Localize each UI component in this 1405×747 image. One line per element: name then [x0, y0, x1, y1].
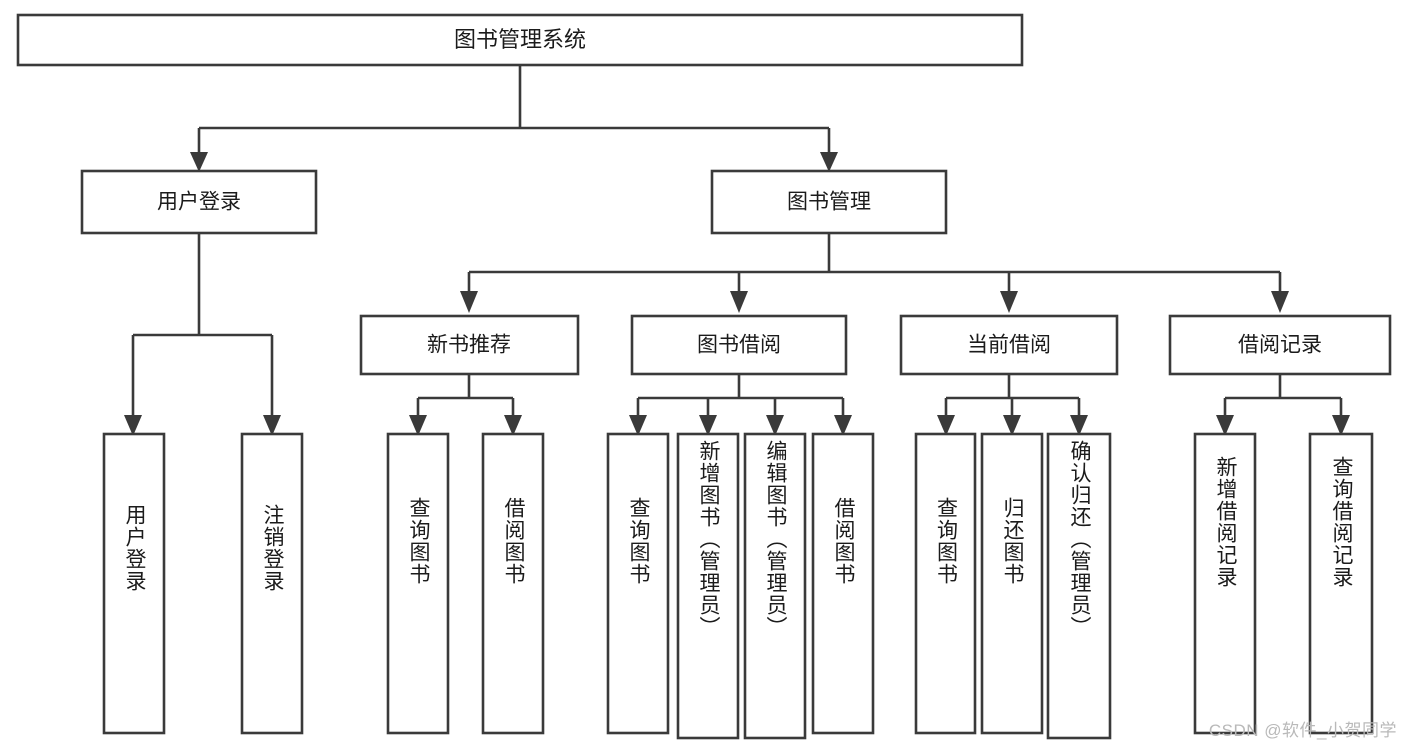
- leaf-query-book-3-box[interactable]: [914, 432, 977, 735]
- connector-group-root-to-level2: [190, 64, 838, 172]
- node-book-management[interactable]: 图书管理: [710, 169, 948, 235]
- node-book-management-box[interactable]: [710, 169, 948, 235]
- node-current-borrow-box[interactable]: [899, 314, 1119, 376]
- arrowhead-leaf-edit-book: [766, 415, 784, 436]
- node-book-borrow[interactable]: 图书借阅: [630, 314, 848, 376]
- leaf-borrow-book-2-box[interactable]: [811, 432, 875, 735]
- node-new-book-recommend-label: 新书推荐: [427, 334, 511, 357]
- node-root-box[interactable]: [16, 13, 1024, 67]
- leaf-add-book-box[interactable]: [676, 432, 740, 740]
- leaf-borrow-book-1-box[interactable]: [481, 432, 545, 735]
- arrowhead-leaf-query-borrow-record: [1332, 415, 1350, 436]
- watermark: CSDN @软件_小贺同学: [1208, 721, 1397, 740]
- arrowhead-borrow-record: [1271, 291, 1289, 313]
- arrowhead-leaf-user-login: [124, 415, 142, 436]
- leaf-user-login-box[interactable]: [102, 432, 166, 735]
- leaf-return-book-box[interactable]: [980, 432, 1044, 735]
- node-user-login[interactable]: 用户登录: [80, 169, 318, 235]
- node-borrow-record-label: 借阅记录: [1238, 334, 1322, 357]
- arrowhead-leaf-add-borrow-record: [1216, 415, 1234, 436]
- node-root-label: 图书管理系统: [454, 27, 586, 52]
- arrowhead-book-management: [820, 152, 838, 172]
- arrowhead-current-borrow: [1000, 291, 1018, 313]
- arrowhead-leaf-add-book: [699, 415, 717, 436]
- node-book-management-label: 图书管理: [787, 191, 871, 214]
- connector-group-user-login-to-leaves: [124, 233, 281, 436]
- node-book-borrow-label: 图书借阅: [697, 334, 781, 357]
- arrowhead-leaf-logout-login: [263, 415, 281, 436]
- leaf-edit-book-box[interactable]: [743, 432, 807, 740]
- arrowhead-leaf-borrow-book-1: [504, 415, 522, 436]
- connector-group-book-management-to-level3: [460, 233, 1289, 313]
- connector-group-current-borrow-to-leaves: [937, 374, 1088, 436]
- node-borrow-record[interactable]: 借阅记录: [1168, 314, 1392, 376]
- leaf-query-book-1-box[interactable]: [386, 432, 450, 735]
- arrowhead-leaf-query-book-2: [629, 415, 647, 436]
- node-current-borrow-label: 当前借阅: [967, 334, 1051, 357]
- arrowhead-leaf-query-book-3: [937, 415, 955, 436]
- arrowhead-leaf-query-book-1: [409, 415, 427, 436]
- node-current-borrow[interactable]: 当前借阅: [899, 314, 1119, 376]
- arrowhead-new-book-recommend: [460, 291, 478, 313]
- node-borrow-record-box[interactable]: [1168, 314, 1392, 376]
- leaf-confirm-return-box[interactable]: [1046, 432, 1112, 740]
- node-new-book-recommend[interactable]: 新书推荐: [359, 314, 580, 376]
- arrowhead-leaf-confirm-return: [1070, 415, 1088, 436]
- connector-group-new-book-recommend-to-leaves: [409, 374, 522, 436]
- arrowhead-user-login: [190, 152, 208, 172]
- leaf-query-borrow-record-box[interactable]: [1308, 432, 1374, 735]
- node-root[interactable]: 图书管理系统: [16, 13, 1024, 67]
- node-book-borrow-box[interactable]: [630, 314, 848, 376]
- leaf-logout-login-box[interactable]: [240, 432, 304, 735]
- leaf-query-book-2-box[interactable]: [606, 432, 670, 735]
- node-new-book-recommend-box[interactable]: [359, 314, 580, 376]
- arrowhead-leaf-borrow-book-2: [834, 415, 852, 436]
- connector-group-borrow-record-to-leaves: [1216, 374, 1350, 436]
- connector-group-book-borrow-to-leaves: [629, 374, 852, 436]
- arrowhead-book-borrow: [730, 291, 748, 313]
- leaf-add-borrow-record-box[interactable]: [1193, 432, 1257, 735]
- node-user-login-label: 用户登录: [157, 191, 241, 214]
- leaf-boxes-group: [102, 432, 1374, 740]
- node-user-login-box[interactable]: [80, 169, 318, 235]
- arrowhead-leaf-return-book: [1003, 415, 1021, 436]
